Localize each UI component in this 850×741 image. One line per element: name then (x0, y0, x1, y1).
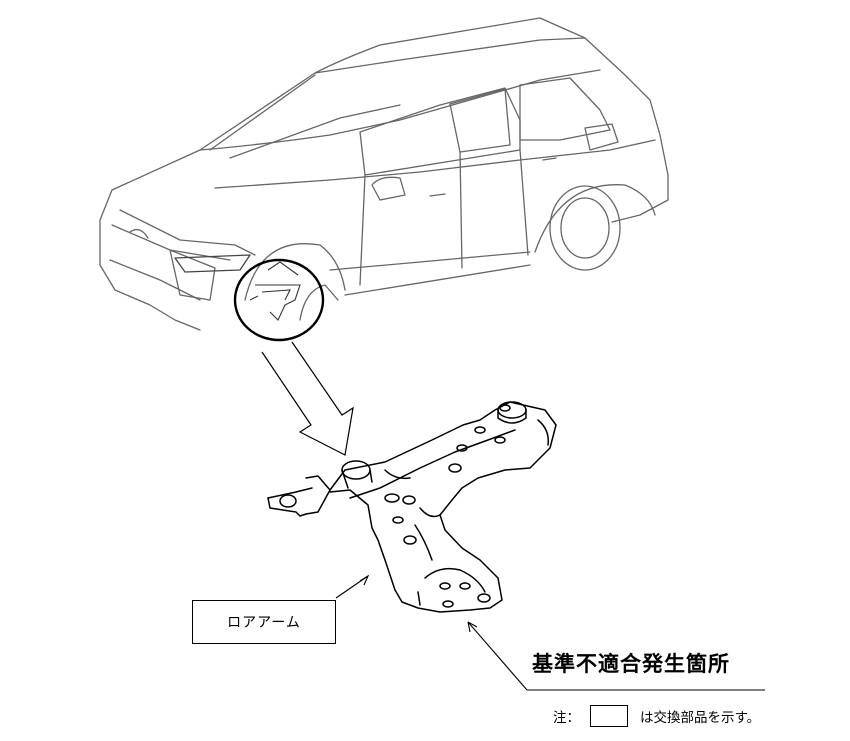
note-suffix: は交換部品を示す。 (640, 710, 761, 726)
lower-arm-illustration (267, 401, 557, 613)
issue-location-label: 基準不適合発生箇所 (532, 652, 730, 676)
replacement-part-box-icon (590, 705, 628, 727)
legend-note: 注： は交換部品を示す。 (553, 705, 760, 727)
lower-arm-label: ロアアーム (192, 600, 336, 644)
lower-arm-label-text: ロアアーム (227, 615, 301, 631)
callout-arrow (261, 341, 354, 456)
vehicle-illustration (99, 17, 669, 331)
leader-lines (335, 574, 765, 691)
detail-circle (233, 258, 325, 342)
note-prefix: 注： (553, 710, 580, 726)
